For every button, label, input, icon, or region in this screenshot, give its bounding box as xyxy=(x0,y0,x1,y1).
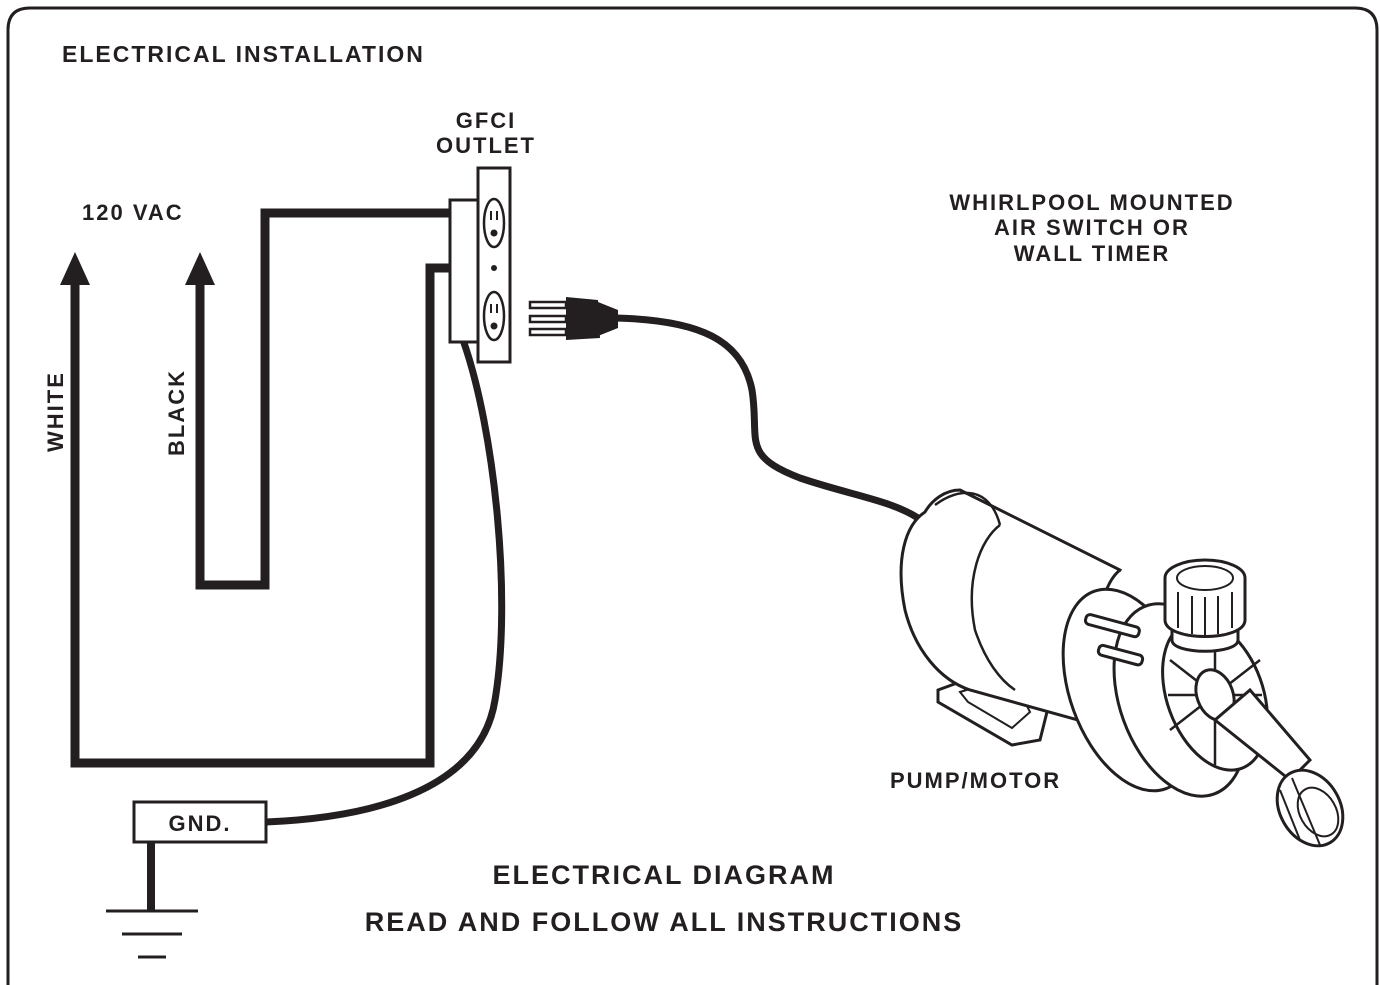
lower-receptacle-icon xyxy=(482,290,506,342)
white-wire xyxy=(60,252,452,768)
gfci-label-line2: OUTLET xyxy=(436,133,536,158)
diagram-caption: ELECTRICAL DIAGRAM xyxy=(493,860,836,890)
black-wire-label: BLACK xyxy=(164,369,189,456)
diagram-title: ELECTRICAL INSTALLATION xyxy=(62,41,425,67)
diagram-frame xyxy=(6,6,1379,985)
black-wire xyxy=(185,208,452,590)
ground-wire xyxy=(265,338,506,826)
white-arrow-icon xyxy=(60,252,90,285)
supply-voltage-label: 120 VAC xyxy=(82,200,184,225)
switch-label-line2: AIR SWITCH OR xyxy=(994,215,1190,240)
gfci-label-line1: GFCI xyxy=(456,108,517,133)
switch-label-line3: WALL TIMER xyxy=(1014,241,1170,266)
pump-power-cord xyxy=(615,314,920,521)
pump-motor-label: PUMP/MOTOR xyxy=(890,768,1061,793)
top-port-fitting xyxy=(1163,558,1247,638)
white-wire-label: WHITE xyxy=(43,371,68,452)
safety-instruction: READ AND FOLLOW ALL INSTRUCTIONS xyxy=(365,907,963,937)
power-plug-icon xyxy=(528,297,618,340)
pump-motor-illustration xyxy=(899,488,1345,848)
ground-box xyxy=(132,800,268,844)
ground-label: GND. xyxy=(169,811,232,836)
outlet-screw-icon xyxy=(491,265,497,271)
upper-receptacle-icon xyxy=(482,197,506,249)
gfci-outlet xyxy=(448,166,512,364)
front-port-fitting xyxy=(1275,768,1345,848)
earth-ground-icon xyxy=(106,842,198,959)
switch-label-line1: WHIRLPOOL MOUNTED xyxy=(949,190,1234,215)
black-arrow-icon xyxy=(185,252,215,285)
